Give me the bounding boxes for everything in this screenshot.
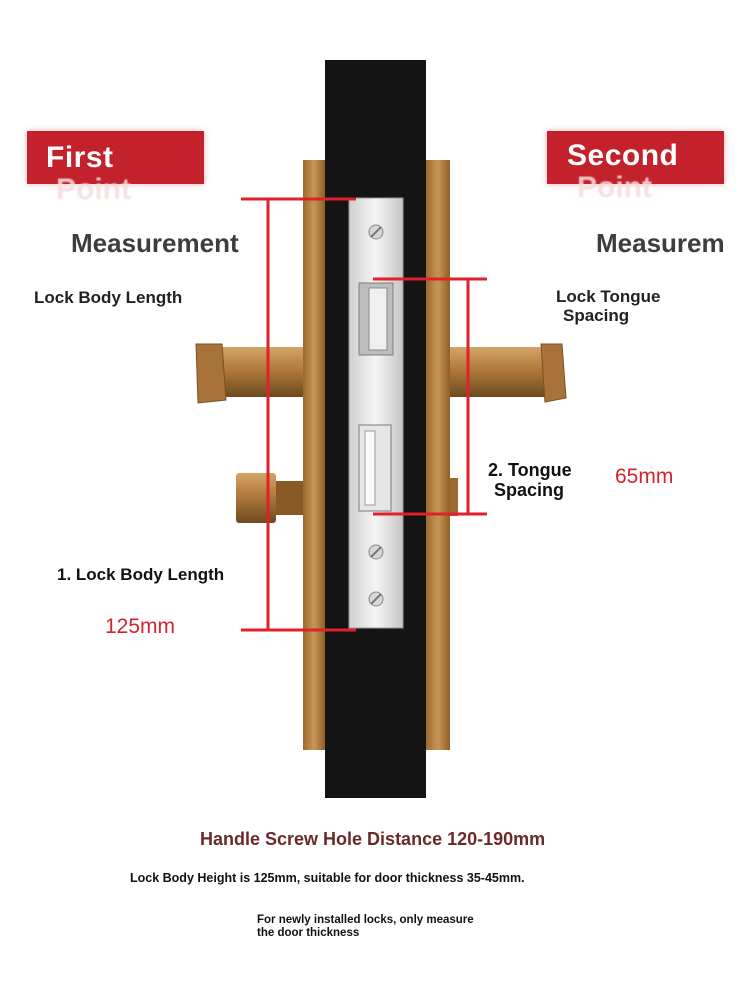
tongue-spacing-label-line2: Spacing: [494, 480, 565, 500]
right-measurement-heading: Measurem: [596, 228, 725, 258]
lock-body-length-subheading: Lock Body Length: [34, 288, 183, 307]
lever-handle-left-icon: [195, 343, 303, 404]
lever-handle-right-icon: [450, 343, 567, 403]
lock-tongue-subheading-line2: Spacing: [563, 306, 630, 325]
lock-body-length-label: 1. Lock Body Length: [57, 565, 225, 584]
banner-second-line1: Second: [567, 139, 679, 172]
footer-note-install: For newly installed locks, only measure …: [257, 914, 474, 939]
tongue-spacing-measure: [373, 277, 487, 516]
first-point-banner: First Point: [27, 131, 204, 206]
left-measurement-heading: Measurement: [71, 228, 239, 258]
banner-second-line2: Point: [577, 171, 652, 204]
right-escutcheon: [426, 160, 450, 750]
latch-bolt: [364, 430, 376, 506]
banner-first-line2: Point: [56, 173, 131, 206]
lock-faceplate: [348, 197, 404, 629]
thumb-turn-icon: [236, 473, 303, 523]
deadbolt: [368, 287, 388, 351]
tongue-spacing-value: 65mm: [615, 465, 674, 488]
screw-icon: [368, 591, 384, 607]
lock-body-length-value: 125mm: [105, 615, 176, 638]
footer-note-height: Lock Body Height is 125mm, suitable for …: [130, 871, 525, 885]
screw-icon: [368, 544, 384, 560]
footer-title: Handle Screw Hole Distance 120-190mm: [200, 829, 546, 849]
lock-body-length-measure: [241, 197, 356, 632]
banner-first-line1: First: [46, 141, 114, 174]
right-latch-stub: [450, 478, 458, 516]
second-point-banner: Second Point: [547, 131, 724, 204]
lock-tongue-subheading-line1: Lock Tongue: [556, 287, 661, 306]
tongue-spacing-label-line1: 2. Tongue: [488, 460, 572, 480]
screw-icon: [368, 224, 384, 240]
left-escutcheon: [303, 160, 325, 750]
